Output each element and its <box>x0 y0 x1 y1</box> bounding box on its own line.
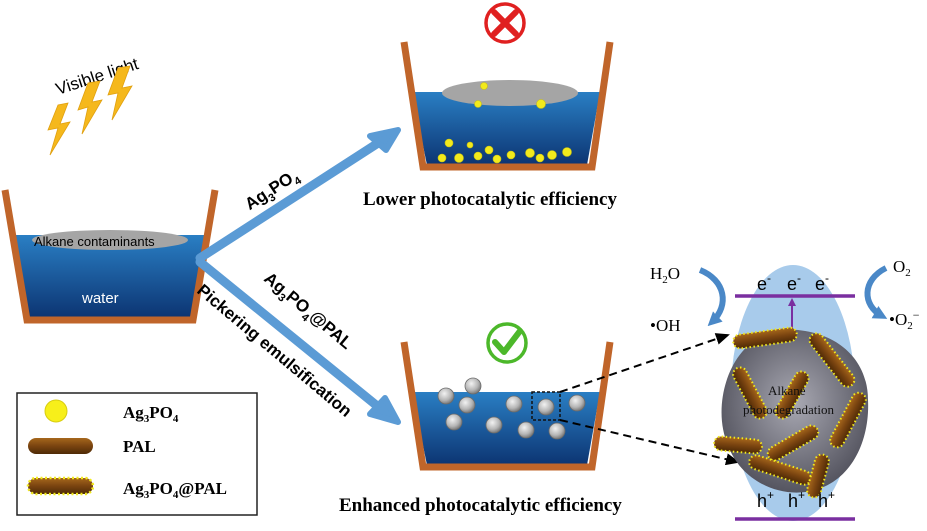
mechanism-panel: Alkane photodegradation e- e- e- h+ h+ h… <box>650 257 920 521</box>
alkane-contaminants-label: Alkane contaminants <box>34 234 155 249</box>
svg-text:e-: e- <box>815 271 829 294</box>
bottom-beaker-wall <box>400 341 614 471</box>
left-beaker: Alkane contaminants water <box>1 189 219 324</box>
legend-ag3po4-label: Ag3PO4 <box>123 403 179 425</box>
o2-curved-arrow <box>864 265 888 319</box>
cross-icon <box>484 2 526 44</box>
process-arrows <box>195 127 401 425</box>
svg-text:e-: e- <box>787 271 801 294</box>
o2-label: O2 <box>893 257 911 279</box>
zoom-box <box>531 391 561 421</box>
legend-pal-icon <box>28 438 93 454</box>
pickering-droplets <box>437 377 586 440</box>
superoxide-label: •O2− <box>889 308 920 332</box>
arrow-to-bottom-beaker <box>195 257 397 423</box>
legend-ag3po4-icon <box>44 399 68 423</box>
lightning-icon <box>47 65 133 156</box>
left-beaker-water <box>12 235 210 318</box>
bottom-beaker <box>400 322 614 471</box>
h2o-label: H2O <box>650 264 680 286</box>
zoom-arrow-upper <box>559 333 730 393</box>
top-alkane-layer <box>442 80 578 106</box>
svg-text:e-: e- <box>757 271 771 294</box>
arrow-head-bottom <box>367 395 401 425</box>
alkane-layer <box>32 230 188 250</box>
legend: Ag3PO4 PAL Ag3PO4@PAL <box>16 392 258 516</box>
h2o-curved-arrow <box>698 267 726 327</box>
svg-text:h+: h+ <box>788 488 805 511</box>
oh-radical-label: •OH <box>650 316 681 335</box>
legend-pal-label: PAL <box>123 437 156 456</box>
svg-text:h+: h+ <box>818 488 835 511</box>
svg-text:h+: h+ <box>757 488 774 511</box>
alkane-label-line1: Alkane <box>768 383 806 398</box>
arrow-to-top-beaker <box>195 129 397 263</box>
water-label: water <box>81 290 119 307</box>
visible-light-group: Visible light <box>47 54 141 156</box>
enhanced-efficiency-label: Enhanced photocatalytic efficiency <box>339 495 622 516</box>
check-icon <box>486 322 528 364</box>
legend-ag3po4pal-icon <box>26 476 95 496</box>
top-beaker <box>400 2 614 171</box>
lower-efficiency-label: Lower photocatalytic efficiency <box>363 189 617 210</box>
free-ag3po4-particles <box>437 82 572 164</box>
arrow-head-top <box>367 127 401 153</box>
legend-ag3po4pal-label: Ag3PO4@PAL <box>123 479 227 501</box>
top-beaker-water <box>412 92 600 165</box>
zoom-arrow-lower <box>559 419 740 466</box>
alkane-label-line2: photodegradation <box>743 402 834 417</box>
top-beaker-wall <box>400 41 614 171</box>
electrons: e- e- e- <box>757 271 829 294</box>
holes: h+ h+ h+ <box>757 488 835 511</box>
decorated-rods <box>713 326 867 499</box>
